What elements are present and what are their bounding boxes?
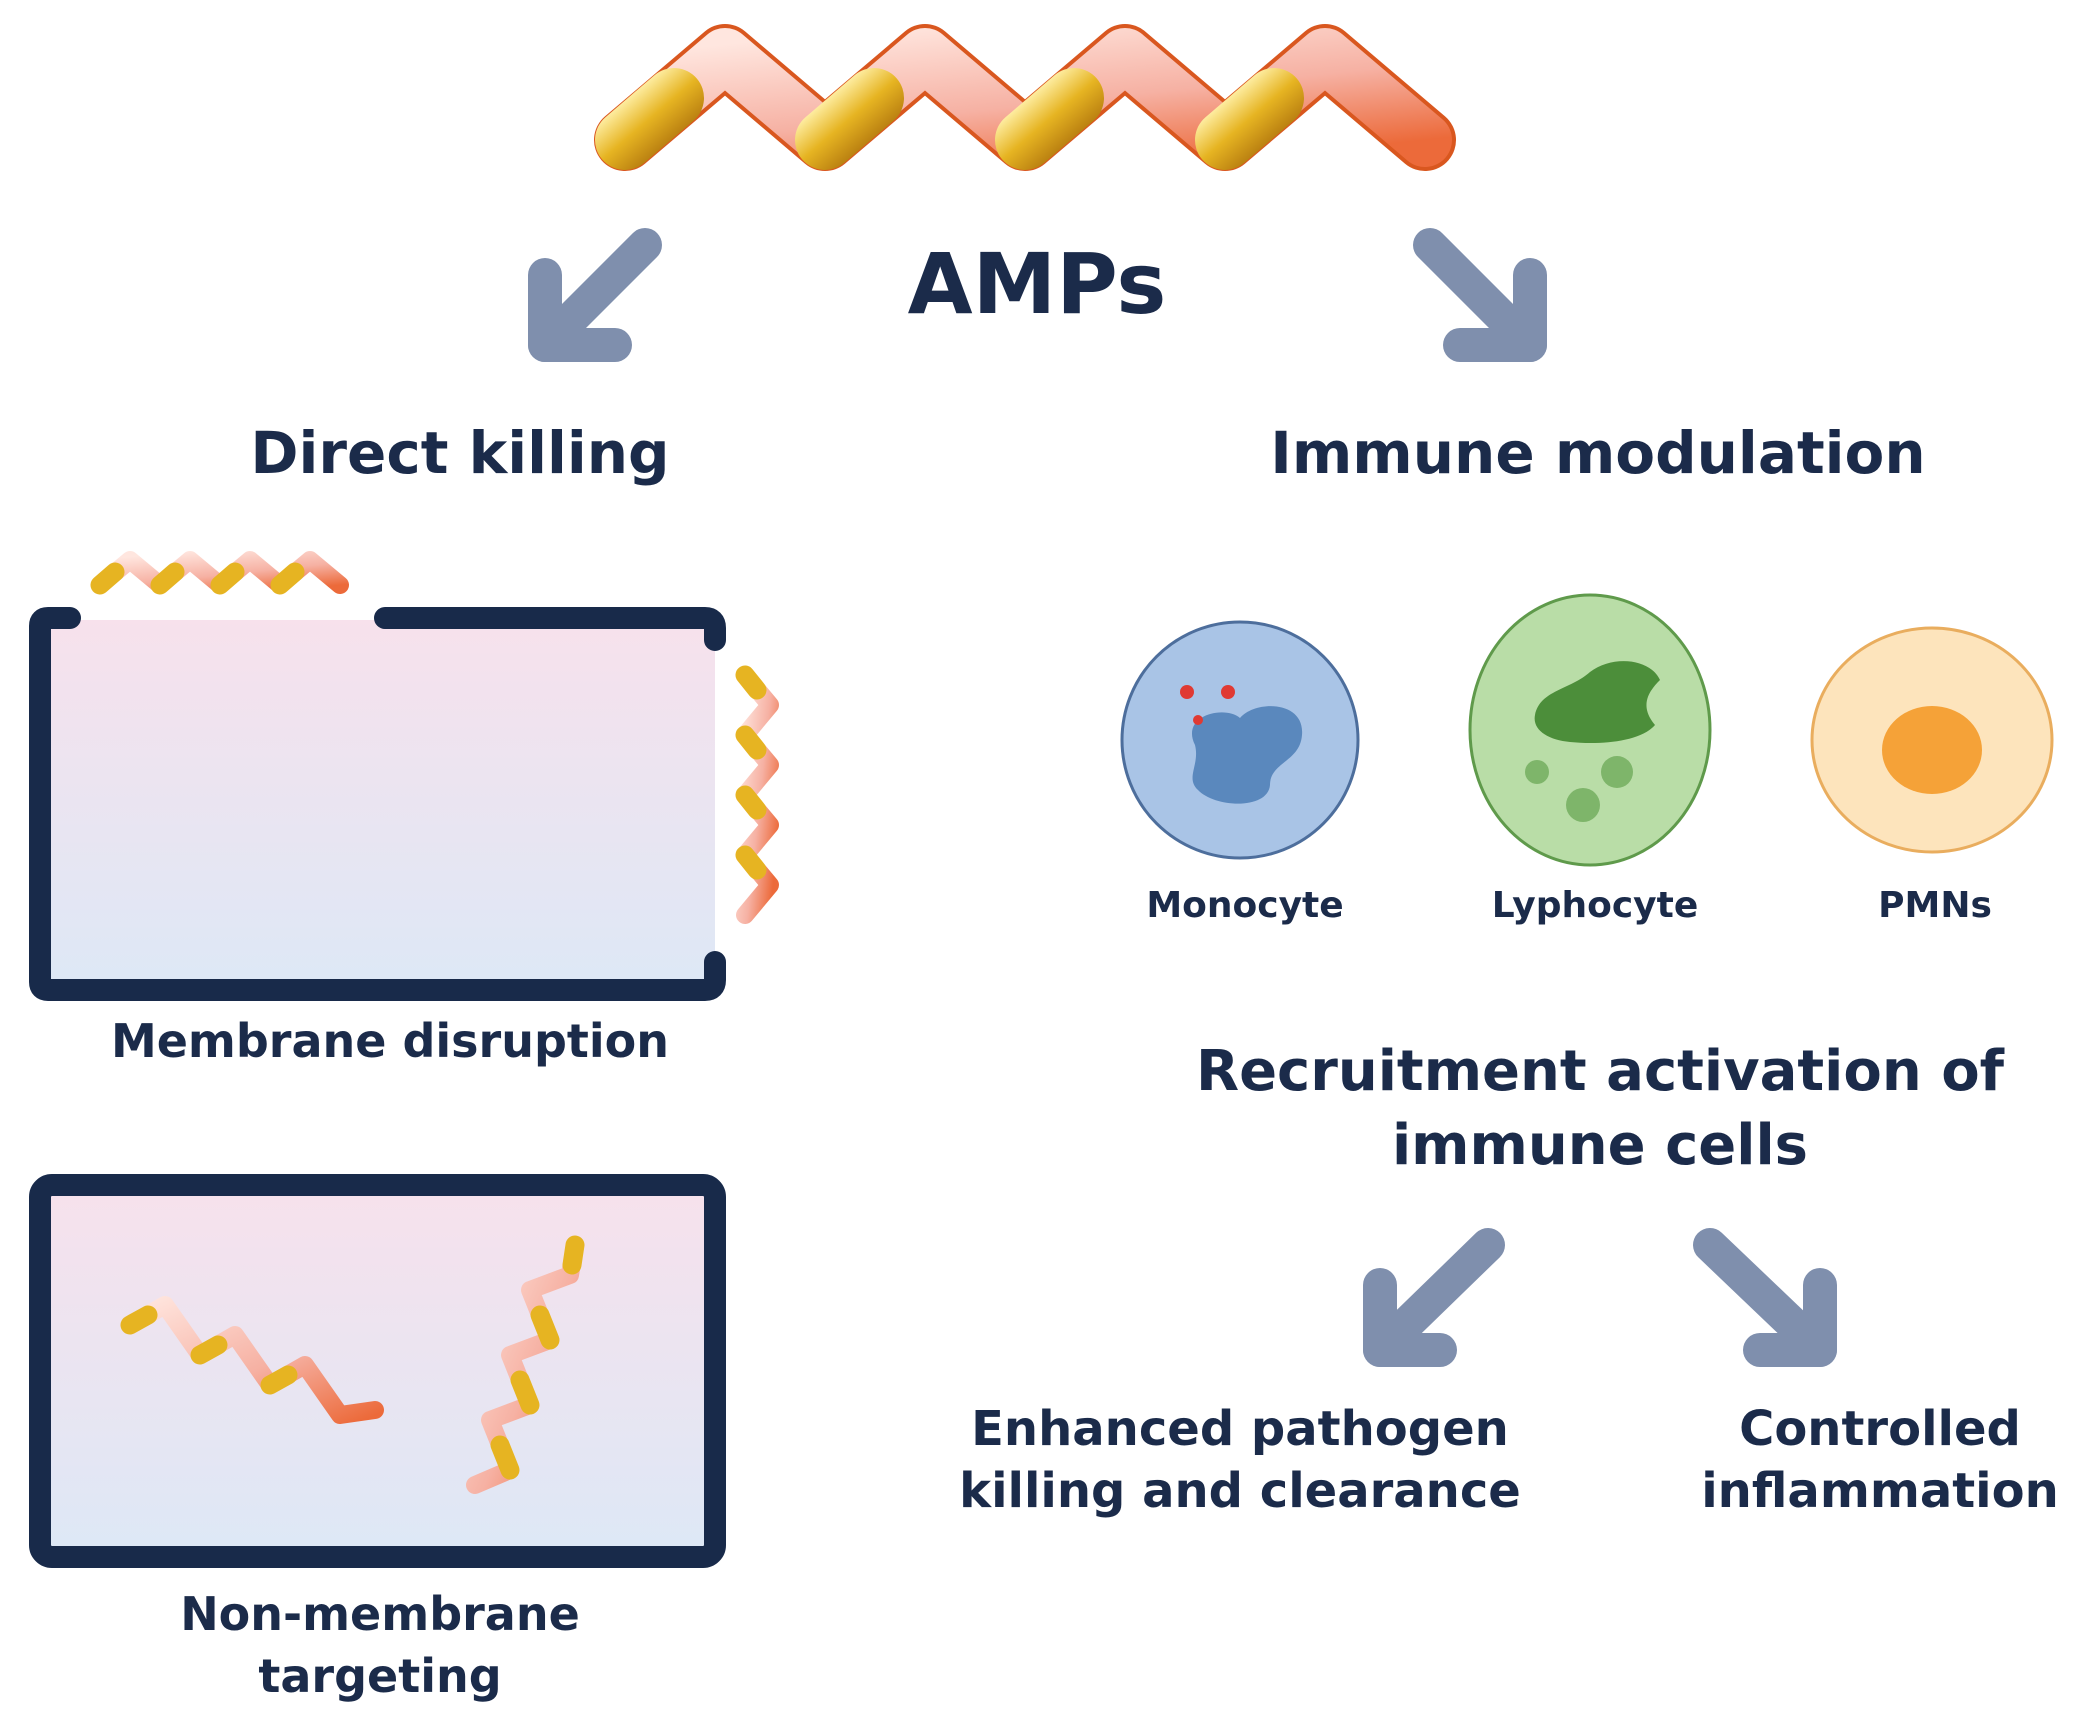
lymphocyte-label: Lyphocyte	[1491, 885, 1699, 926]
pmn-cell-icon	[1810, 626, 2054, 854]
peptide-helix-icon	[120, 1296, 384, 1424]
enhanced-killing-label: Enhanced pathogen killing and clearance	[959, 1401, 1521, 1520]
arrow-down-right-icon	[1693, 1228, 1837, 1367]
recruitment-label: Recruitment activation of immune cells	[1195, 1039, 2005, 1179]
arrow-down-left-icon	[1363, 1228, 1505, 1367]
lymphocyte-cell-icon	[1468, 593, 1712, 867]
non-membrane-targeting-label: Non-membrane targeting	[180, 1587, 580, 1704]
membrane-disruption-cell	[29, 607, 726, 1001]
controlled-inflammation-label: Controlled inflammation	[1701, 1401, 2059, 1520]
monocyte-label: Monocyte	[1146, 885, 1344, 926]
peptide-helix-icon	[466, 1235, 585, 1494]
immune-modulation-heading: Immune modulation	[1270, 419, 1926, 487]
monocyte-cell-icon	[1120, 620, 1360, 860]
diagram-title: AMPs	[907, 235, 1167, 333]
peptide-helix-icon	[90, 551, 349, 595]
pmn-label: PMNs	[1878, 885, 1992, 926]
direct-killing-heading: Direct killing	[250, 419, 670, 487]
arrow-down-right-icon	[1413, 228, 1547, 362]
arrow-down-left-icon	[528, 228, 662, 362]
amp-helix-icon	[594, 24, 1456, 171]
membrane-disruption-label: Membrane disruption	[110, 1014, 670, 1068]
peptide-helix-icon	[735, 665, 779, 924]
non-membrane-targeting-cell	[29, 1174, 726, 1568]
